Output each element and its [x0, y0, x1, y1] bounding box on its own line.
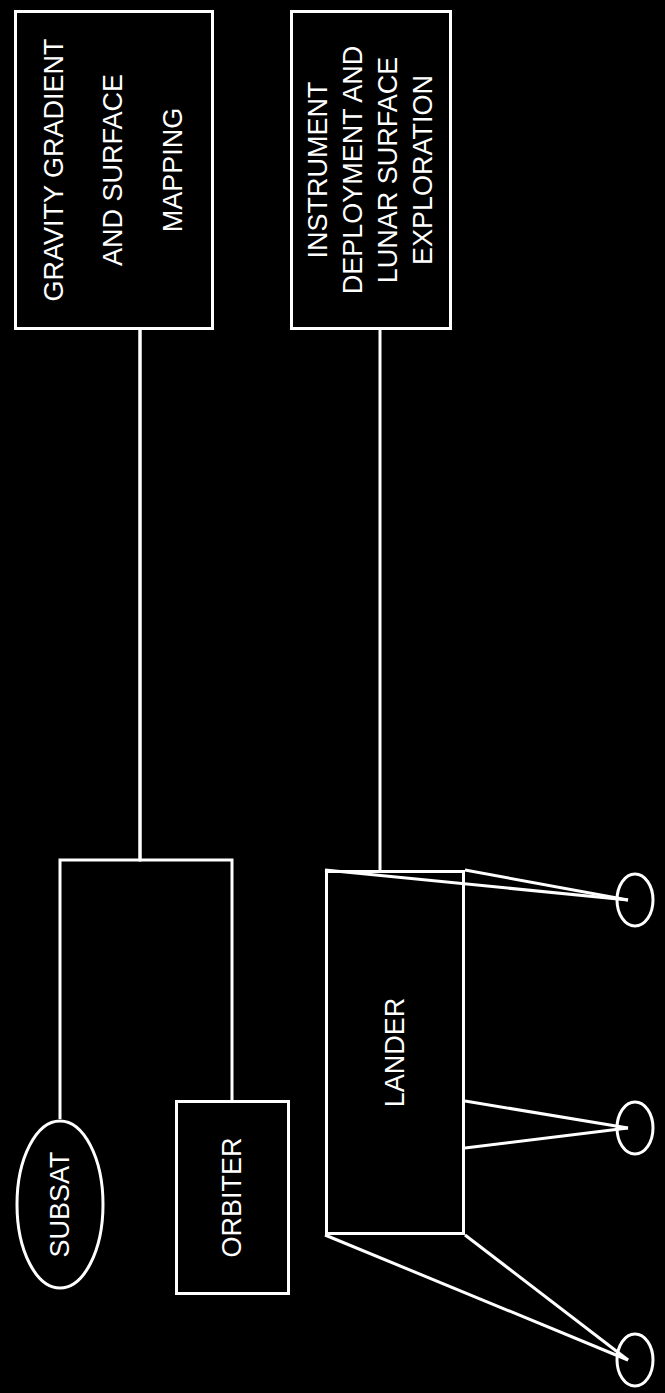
lander-leg: [465, 870, 628, 900]
lander-foot: [617, 1102, 653, 1154]
node-label: INSTRUMENT DEPLOYMENT AND LUNAR SURFACE …: [301, 21, 441, 319]
lander-leg: [325, 870, 628, 900]
lander-leg: [465, 1101, 628, 1128]
ellipse-outline: [17, 1121, 103, 1288]
lander-leg: [325, 1235, 628, 1360]
lander-leg: [465, 1128, 628, 1148]
lander-box: LANDER: [325, 870, 465, 1235]
subsat-ellipse: SUBSAT: [15, 1119, 105, 1290]
lander-foot: [617, 1334, 653, 1386]
connector-line: [60, 330, 140, 1119]
lander-leg: [465, 1235, 628, 1360]
node-label: ORBITER: [216, 1138, 248, 1258]
node-label: GRAVITY GRADIENT AND SURFACE MAPPING: [25, 21, 203, 319]
node-label: SUBSAT: [44, 1151, 76, 1257]
node-label: LANDER: [379, 998, 411, 1108]
objective-box: GRAVITY GRADIENT AND SURFACE MAPPING: [14, 10, 214, 330]
connector-line: [379, 330, 382, 870]
orbiter-box: ORBITER: [175, 1100, 290, 1295]
objective-box: INSTRUMENT DEPLOYMENT AND LUNAR SURFACE …: [290, 10, 452, 330]
lander-foot: [617, 874, 653, 926]
connector-line: [140, 330, 232, 1100]
